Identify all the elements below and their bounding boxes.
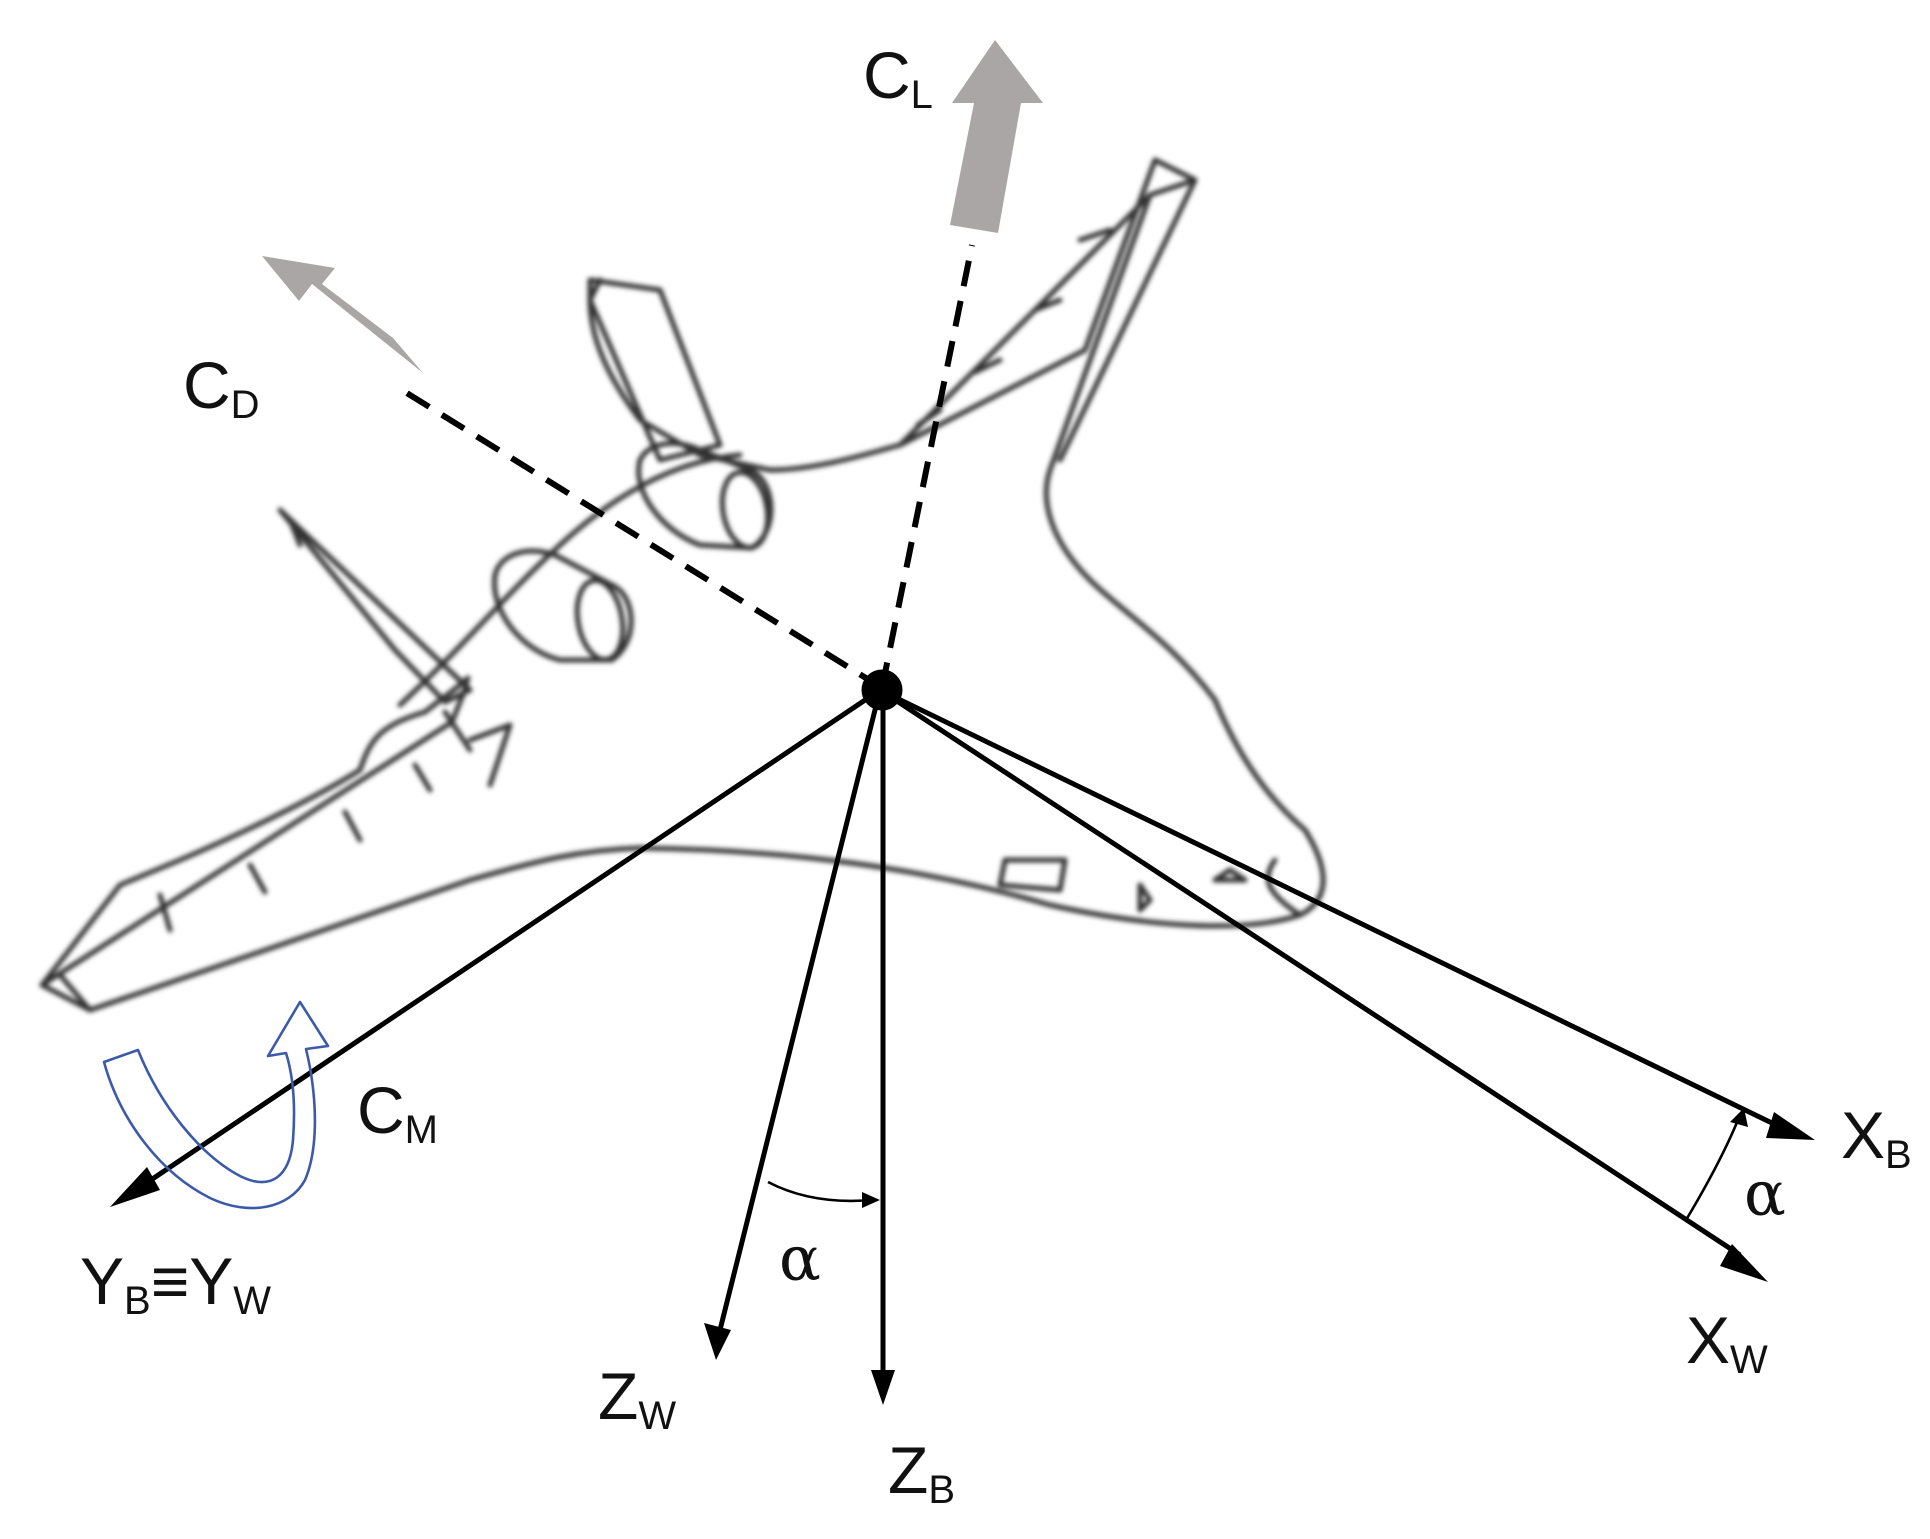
pitching-moment-arrow bbox=[102, 1000, 330, 1210]
label-cl-sub: L bbox=[910, 73, 933, 117]
lift-direction-line bbox=[879, 244, 975, 689]
label-yw-main: Y bbox=[189, 1244, 234, 1318]
xw-axis bbox=[878, 687, 1742, 1258]
xb-arrowhead bbox=[1766, 1112, 1815, 1140]
label-equiv-symbol: ≡ bbox=[150, 1244, 190, 1318]
xb-axis bbox=[878, 687, 1778, 1128]
alpha-arc-x-arrowhead bbox=[1730, 1108, 1748, 1127]
label-zb: ZB bbox=[888, 1437, 955, 1510]
alpha-arc-z bbox=[767, 1180, 873, 1203]
center-of-gravity bbox=[861, 669, 903, 711]
force-direction-lines bbox=[400, 244, 975, 691]
label-cm-main: C bbox=[357, 1073, 405, 1147]
label-yw-sub: W bbox=[233, 1279, 272, 1323]
label-yb-equiv-yw: YB≡YW bbox=[80, 1248, 271, 1321]
alpha-label-z: α bbox=[779, 1222, 821, 1295]
label-zw-main: Z bbox=[598, 1359, 639, 1433]
label-cm-sub: M bbox=[404, 1108, 438, 1152]
alpha-arc-z-arrowhead bbox=[862, 1192, 880, 1208]
alpha-arcs bbox=[767, 1108, 1748, 1221]
label-yb-sub: B bbox=[124, 1279, 151, 1323]
label-cd-main: C bbox=[183, 348, 231, 422]
drag-direction-line bbox=[400, 387, 884, 691]
alpha-label-x: α bbox=[1744, 1157, 1786, 1230]
xw-arrowhead bbox=[1720, 1244, 1768, 1282]
label-cd-sub: D bbox=[230, 383, 260, 427]
yb-yw-arrowhead bbox=[110, 1167, 160, 1207]
label-cl: CL bbox=[863, 42, 933, 115]
yb-yw-axis bbox=[134, 687, 882, 1193]
label-cm: CM bbox=[357, 1077, 438, 1150]
lift-force-arrow bbox=[950, 40, 1043, 233]
zw-axis bbox=[717, 689, 883, 1331]
label-xw: XW bbox=[1686, 1307, 1768, 1380]
label-zw-sub: W bbox=[638, 1394, 677, 1438]
label-xw-sub: W bbox=[1730, 1338, 1768, 1382]
drag-force-arrow bbox=[262, 256, 423, 373]
label-xb-main: X bbox=[1841, 1098, 1886, 1172]
alpha-arc-x bbox=[1684, 1114, 1742, 1221]
zb-arrowhead bbox=[871, 1370, 895, 1405]
label-yb-main: Y bbox=[80, 1244, 125, 1318]
label-xb-sub: B bbox=[1885, 1133, 1912, 1177]
label-cd: CD bbox=[183, 352, 260, 425]
label-zb-sub: B bbox=[928, 1468, 956, 1512]
label-xw-main: X bbox=[1686, 1303, 1731, 1377]
label-cl-main: C bbox=[863, 38, 911, 112]
axes bbox=[110, 669, 1815, 1405]
aircraft-outline bbox=[39, 157, 1326, 1013]
label-zb-main: Z bbox=[888, 1433, 929, 1507]
label-xb: XB bbox=[1841, 1102, 1912, 1175]
zw-arrowhead bbox=[704, 1323, 731, 1360]
label-zw: ZW bbox=[598, 1363, 676, 1436]
